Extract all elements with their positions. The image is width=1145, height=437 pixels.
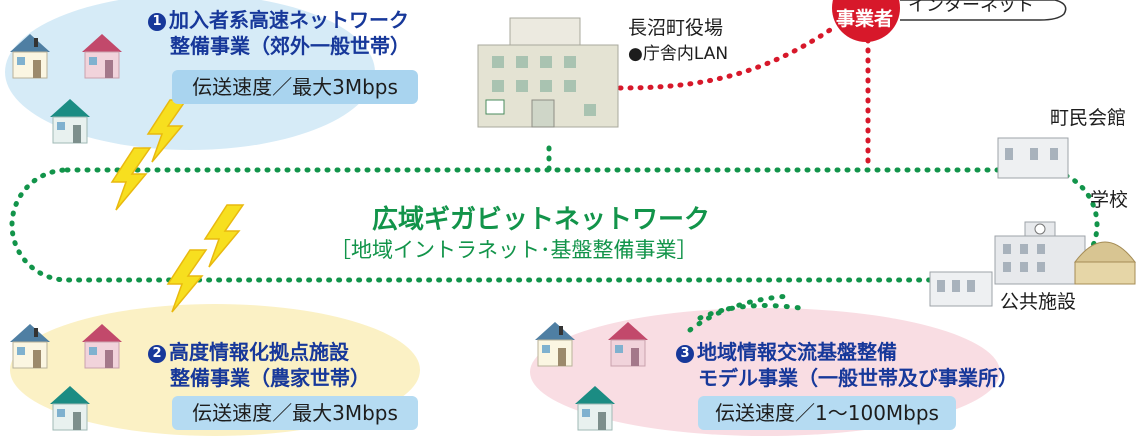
project-3-line2: モデル事業（一般世帯及び事業所） [698, 366, 1018, 390]
town-hall-building [477, 17, 619, 128]
internet-bubble [900, 0, 1067, 21]
operator-label: 事業者 [836, 8, 894, 30]
town-hall-lan: ●庁舎内LAN [628, 44, 729, 64]
town-hall-name: 長沼町役場 [628, 17, 724, 39]
public-facility-label: 公共施設 [1000, 291, 1077, 313]
project-3-speed: 伝送速度／1〜100Mbps [698, 396, 956, 430]
community-hall-label: 町民会館 [1050, 107, 1127, 129]
community-hall-building [997, 137, 1069, 179]
project-3-number: 3 [676, 345, 694, 363]
zone3-link [687, 293, 793, 333]
project-2-number: 2 [148, 345, 166, 363]
school-label: 学校 [1090, 189, 1129, 211]
internet-link-townhall [617, 27, 833, 91]
gigabit-network-ring [9, 167, 1100, 283]
network-subtitle: ［地域イントラネット･基盤整備事業］ [330, 238, 698, 262]
project-1-line2: 整備事業（郊外一般世帯） [170, 34, 410, 58]
project-1-number: 1 [148, 13, 166, 31]
operator-circle [832, 0, 900, 42]
school-building [994, 221, 1137, 285]
project-2-line2: 整備事業（農家世帯） [170, 366, 370, 390]
zone3-link-2 [697, 303, 803, 321]
network-title: 広域ギガビットネットワーク [372, 205, 711, 235]
project-3-line1: 地域情報交流基盤整備 [697, 340, 897, 364]
project-1-speed: 伝送速度／最大3Mbps [172, 70, 418, 104]
project-1-line1: 加入者系高速ネットワーク [169, 8, 409, 32]
project-2-line1: 高度情報化拠点施設 [169, 340, 349, 364]
public-facility-building [929, 271, 993, 307]
project-2-speed: 伝送速度／最大3Mbps [172, 396, 418, 430]
internet-label: インターネット [908, 0, 1034, 16]
